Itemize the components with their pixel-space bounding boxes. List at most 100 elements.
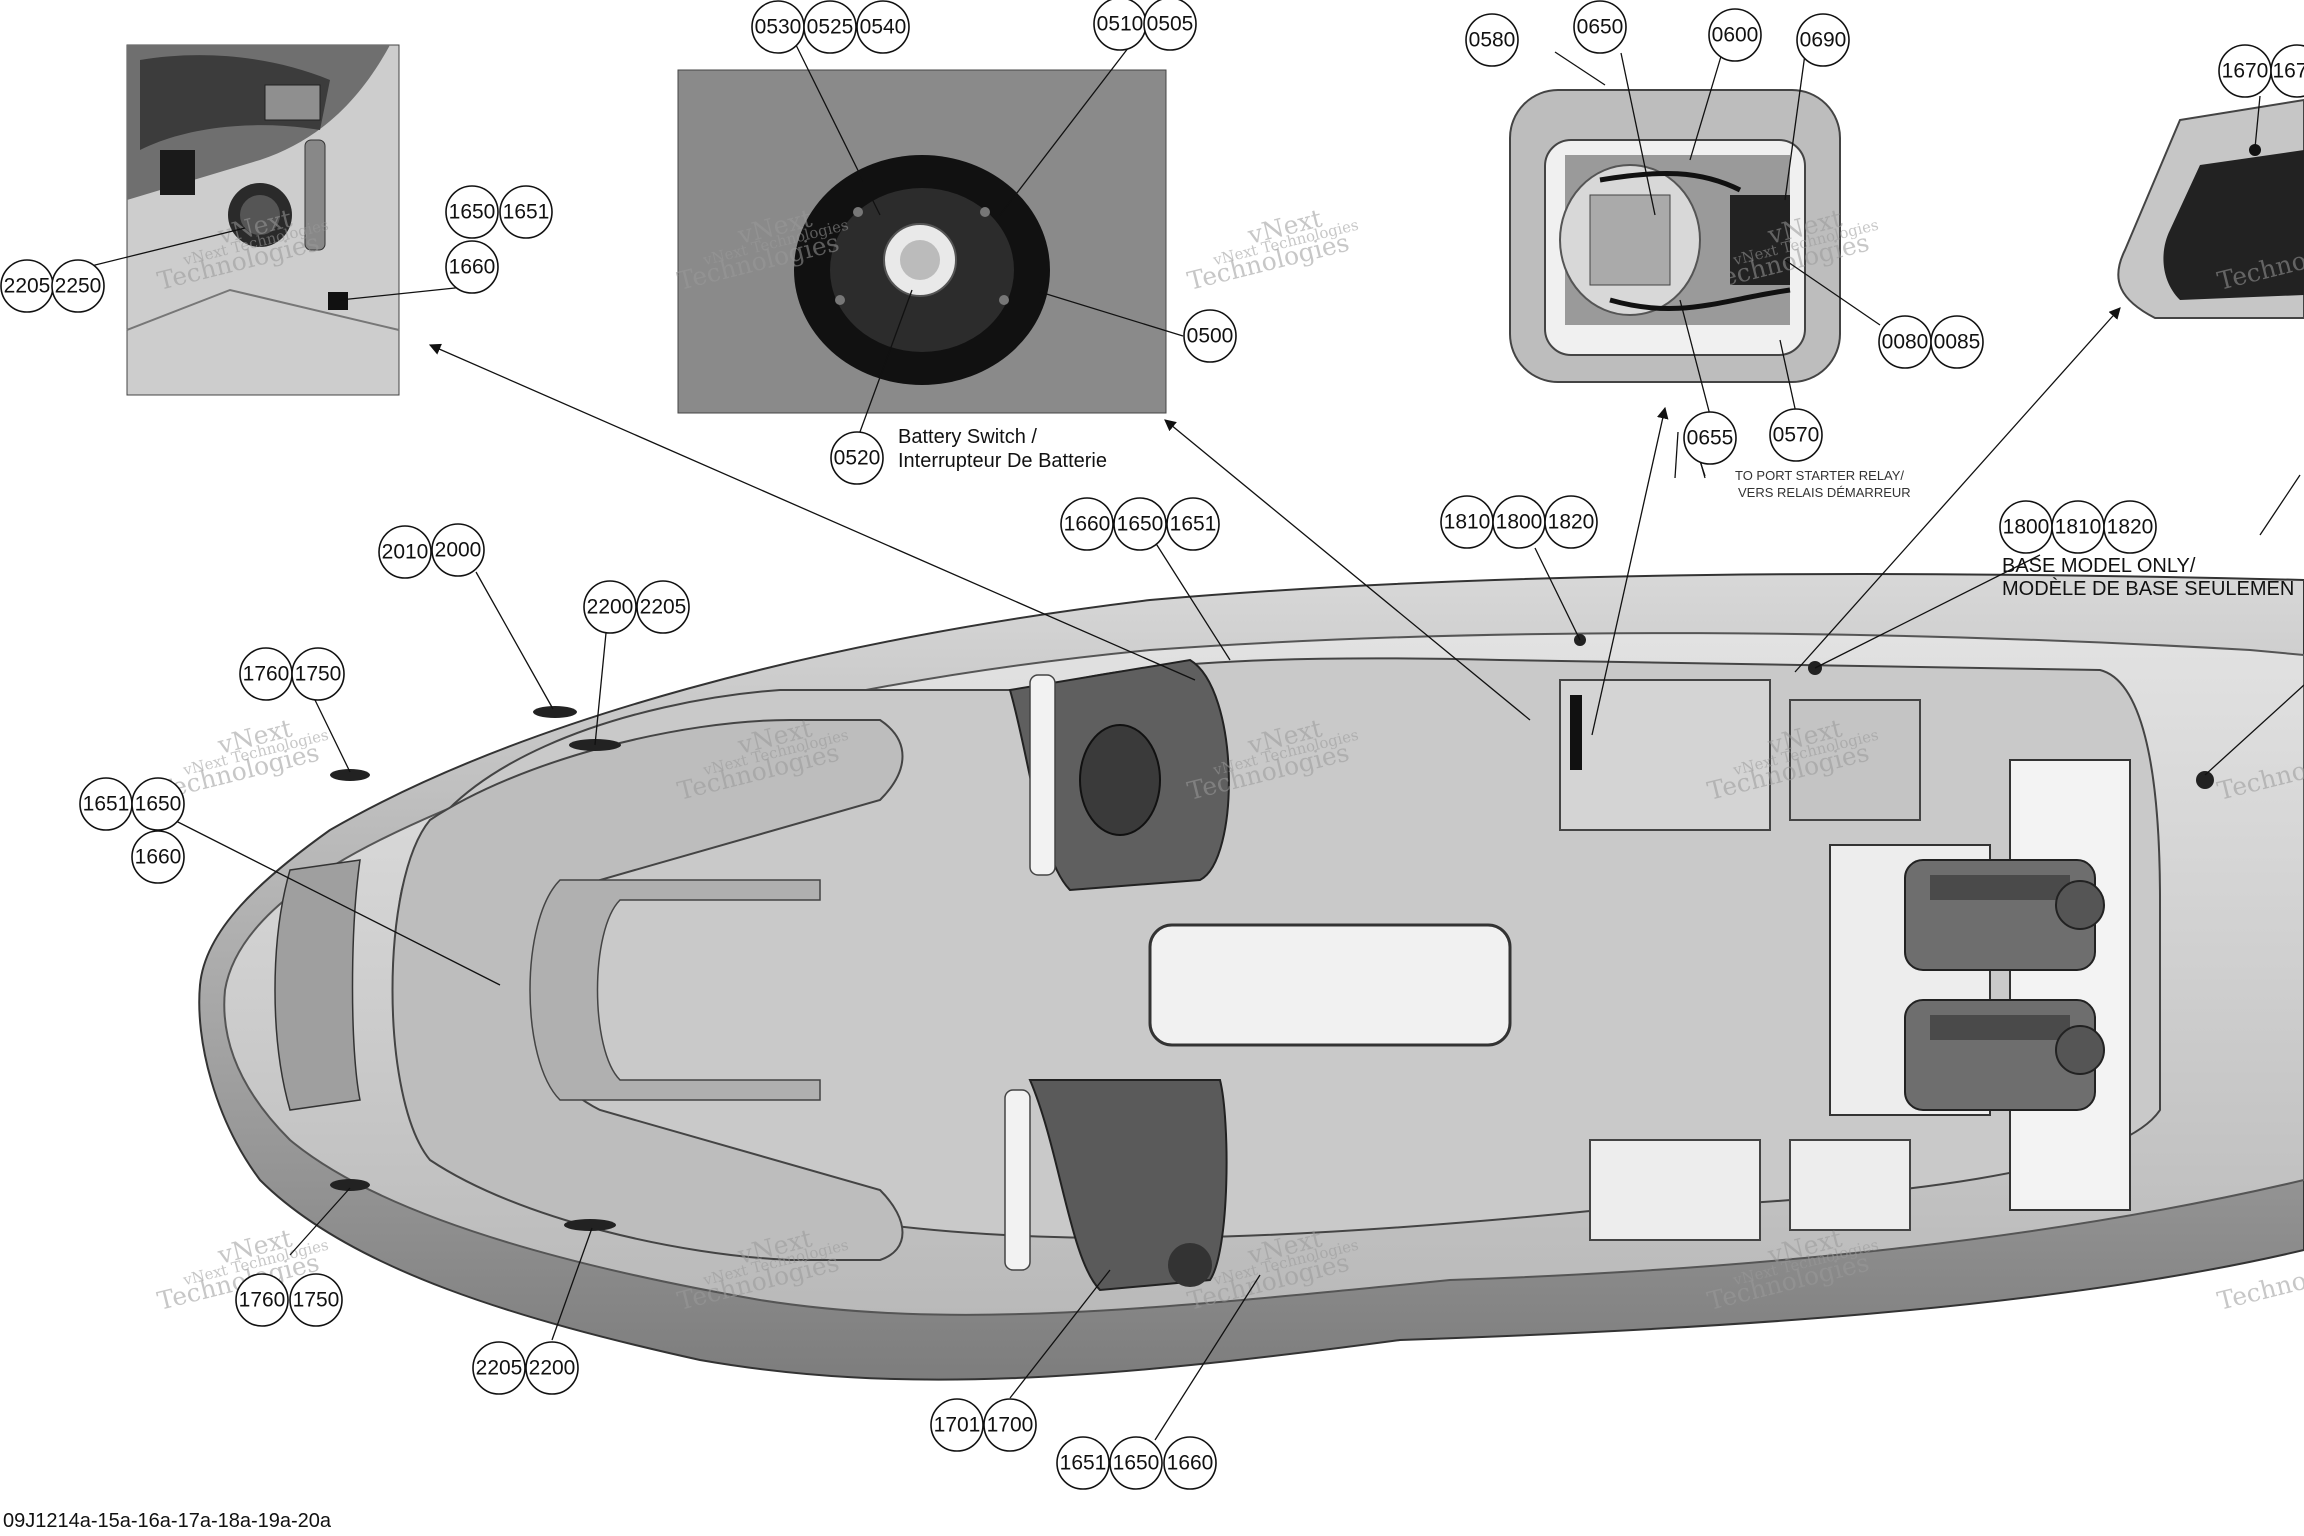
inset-relay-box: [1509, 89, 1841, 383]
callout-1810-b[interactable]: 1810: [2051, 500, 2105, 554]
callout-1810-a[interactable]: 1810: [1440, 495, 1494, 549]
callout-1800-b[interactable]: 1800: [1999, 500, 2053, 554]
svg-text:0080: 0080: [1882, 331, 1929, 354]
svg-text:2200: 2200: [587, 596, 634, 619]
inset-dash-detail: [126, 44, 400, 396]
callout-1650-dash[interactable]: 1650: [1113, 497, 1167, 551]
svg-text:1650: 1650: [1117, 513, 1164, 536]
callout-2200-bottom[interactable]: 2200: [525, 1341, 579, 1395]
svg-text:1660: 1660: [1167, 1452, 1214, 1475]
callout-0500[interactable]: 0500: [1183, 309, 1237, 363]
svg-text:1650: 1650: [135, 793, 182, 816]
svg-text:1820: 1820: [2107, 516, 2154, 539]
callout-0690[interactable]: 0690: [1796, 13, 1850, 67]
callout-1650-console[interactable]: 1650: [1109, 1436, 1163, 1490]
svg-text:1660: 1660: [1064, 513, 1111, 536]
leader-lines: [82, 42, 2304, 1441]
callout-1750-bottom[interactable]: 1750: [289, 1273, 343, 1327]
svg-text:0530: 0530: [755, 16, 802, 39]
callout-2205-bottom[interactable]: 2205: [472, 1341, 526, 1395]
battery-switch-caption-en: Battery Switch /: [898, 426, 1037, 448]
svg-text:1750: 1750: [295, 663, 342, 686]
callout-0530[interactable]: 0530: [751, 0, 805, 54]
svg-text:1810: 1810: [1444, 511, 1491, 534]
svg-text:1760: 1760: [239, 1289, 286, 1312]
callout-2010[interactable]: 2010: [378, 525, 432, 579]
callout-1660-bow[interactable]: 1660: [131, 830, 185, 884]
callout-1750-top[interactable]: 1750: [291, 647, 345, 701]
callout-2250[interactable]: 2250: [51, 259, 105, 313]
svg-text:0580: 0580: [1469, 29, 1516, 52]
svg-text:0505: 0505: [1147, 13, 1194, 36]
svg-text:1800: 1800: [2003, 516, 2050, 539]
callout-0650[interactable]: 0650: [1573, 0, 1627, 54]
base-model-caption-en: BASE MODEL ONLY/: [2002, 555, 2196, 577]
svg-text:2000: 2000: [435, 539, 482, 562]
svg-text:0650: 0650: [1577, 16, 1624, 39]
svg-text:1750: 1750: [293, 1289, 340, 1312]
document-code: 09J1214a-15a-16a-17a-18a-19a-20a: [3, 1510, 332, 1532]
callout-0655[interactable]: 0655: [1683, 411, 1737, 465]
callout-1651-dash[interactable]: 1651: [1166, 497, 1220, 551]
callout-1760-top[interactable]: 1760: [239, 647, 293, 701]
callout-1760-bottom[interactable]: 1760: [235, 1273, 289, 1327]
battery-switch-caption-fr: Interrupteur De Batterie: [898, 450, 1107, 472]
callout-0520[interactable]: 0520: [830, 431, 884, 485]
callout-2200-top[interactable]: 2200: [583, 580, 637, 634]
callout-1820-b[interactable]: 1820: [2103, 500, 2157, 554]
callout-bubbles: 2205 2250 1650 1651 1660 0530 0525 0540 …: [0, 0, 2304, 1490]
svg-text:1700: 1700: [987, 1414, 1034, 1437]
svg-text:2250: 2250: [55, 275, 102, 298]
callout-2205-top[interactable]: 2205: [636, 580, 690, 634]
callout-0510[interactable]: 0510: [1093, 0, 1147, 51]
callout-0080[interactable]: 0080: [1878, 315, 1932, 369]
callout-0505[interactable]: 0505: [1143, 0, 1197, 51]
svg-text:1701: 1701: [934, 1414, 981, 1437]
callout-2205[interactable]: 2205: [0, 259, 54, 313]
callout-1700[interactable]: 1700: [983, 1398, 1037, 1452]
callout-1660-console[interactable]: 1660: [1163, 1436, 1217, 1490]
starter-relay-note-en: TO PORT STARTER RELAY/: [1735, 468, 1904, 483]
svg-text:0540: 0540: [860, 16, 907, 39]
svg-text:0085: 0085: [1934, 331, 1981, 354]
svg-text:1651: 1651: [1170, 513, 1217, 536]
callout-1671[interactable]: 167: [2270, 44, 2304, 98]
svg-text:1800: 1800: [1496, 511, 1543, 534]
base-model-caption-fr: MODÈLE DE BASE SEULEMEN: [2002, 577, 2294, 600]
svg-text:2200: 2200: [529, 1357, 576, 1380]
svg-text:0525: 0525: [807, 16, 854, 39]
callout-1651[interactable]: 1651: [499, 185, 553, 239]
svg-text:0690: 0690: [1800, 29, 1847, 52]
callout-0540[interactable]: 0540: [856, 0, 910, 54]
svg-text:1651: 1651: [83, 793, 130, 816]
callout-1651-bow[interactable]: 1651: [79, 777, 133, 831]
svg-text:1820: 1820: [1548, 511, 1595, 534]
svg-text:0520: 0520: [834, 447, 881, 470]
svg-text:1670: 1670: [2222, 60, 2269, 83]
svg-text:2010: 2010: [382, 541, 429, 564]
svg-text:2205: 2205: [4, 275, 51, 298]
callout-0580[interactable]: 0580: [1465, 13, 1519, 67]
svg-text:0500: 0500: [1187, 325, 1234, 348]
inset-display-partial: [2117, 98, 2304, 319]
svg-text:0655: 0655: [1687, 427, 1734, 450]
callout-1660-dash[interactable]: 1660: [1060, 497, 1114, 551]
svg-text:1651: 1651: [503, 201, 550, 224]
callout-0525[interactable]: 0525: [803, 0, 857, 54]
callout-1670[interactable]: 1670: [2218, 44, 2272, 98]
callout-1651-console[interactable]: 1651: [1056, 1436, 1110, 1490]
callout-1650[interactable]: 1650: [445, 185, 499, 239]
callout-1820-a[interactable]: 1820: [1544, 495, 1598, 549]
callout-0600[interactable]: 0600: [1708, 8, 1762, 62]
callout-1701[interactable]: 1701: [930, 1398, 984, 1452]
callout-2000[interactable]: 2000: [431, 523, 485, 577]
callout-1800-a[interactable]: 1800: [1492, 495, 1546, 549]
callout-1650-bow[interactable]: 1650: [131, 777, 185, 831]
callout-0085[interactable]: 0085: [1930, 315, 1984, 369]
callout-1660[interactable]: 1660: [445, 240, 499, 294]
callout-0570[interactable]: 0570: [1769, 408, 1823, 462]
svg-text:0570: 0570: [1773, 424, 1820, 447]
svg-text:1650: 1650: [449, 201, 496, 224]
inset-battery-switch: [677, 69, 1167, 414]
